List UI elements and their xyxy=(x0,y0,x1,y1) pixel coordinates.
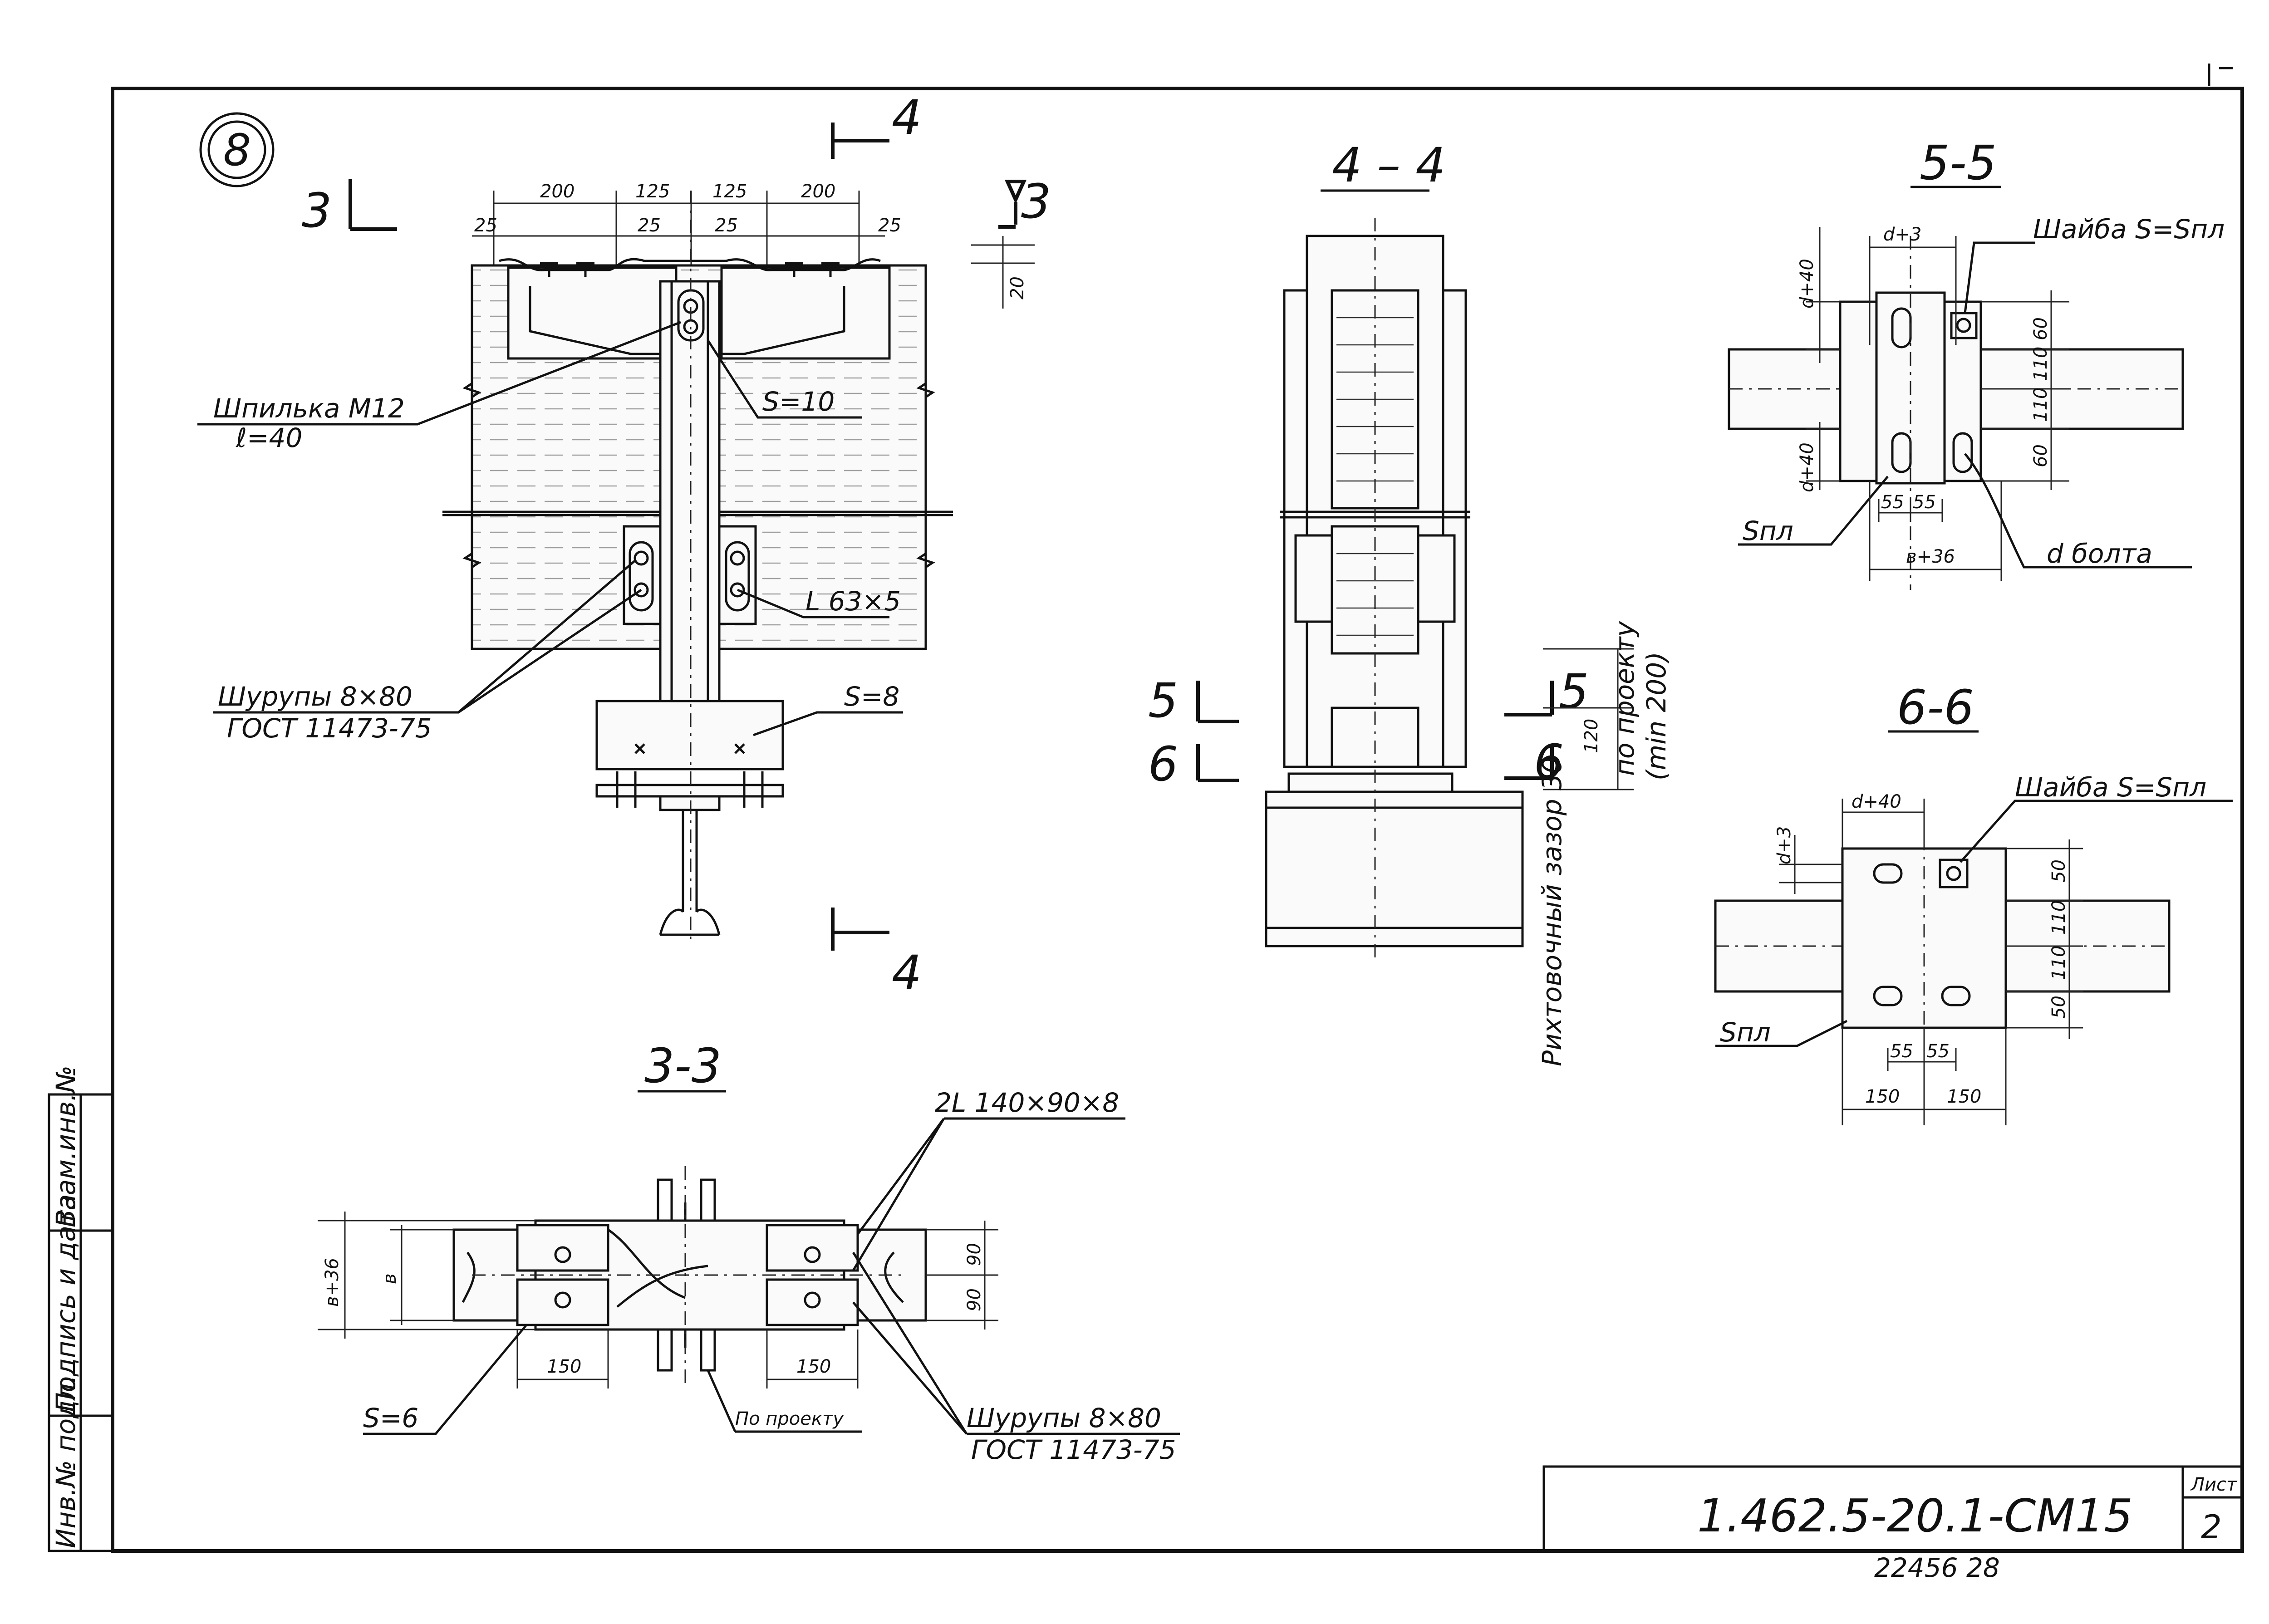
cut-label-3-right: 3 xyxy=(1021,174,1051,229)
dim-66-r2: 110 xyxy=(2048,900,2069,935)
stamp-field-3: Взам.инв.№ xyxy=(50,1065,81,1227)
dim-120: 120 xyxy=(1581,719,1602,753)
stamp-field-2: Подпись и дата xyxy=(50,1194,81,1412)
bolt-55: d болта xyxy=(2047,538,2152,569)
dim-66-d3: d+3 xyxy=(1774,826,1795,864)
min-200: (min 200) xyxy=(1641,652,1672,780)
dim-66-r4: 50 xyxy=(2048,996,2069,1019)
cut-label-4-top: 4 xyxy=(892,90,922,145)
pin-length: ℓ=40 xyxy=(236,422,302,453)
sheet-number: 2 xyxy=(2201,1508,2222,1546)
screws-33-gost: ГОСТ 11473-75 xyxy=(971,1434,1176,1465)
section-4-4-title: 4 – 4 xyxy=(1332,137,1445,193)
dim-top-1: 200 xyxy=(540,181,575,202)
left-stamp: Инв.№ подл. Подпись и дата Взам.инв.№ xyxy=(48,1065,114,1552)
cut-label-3-left: 3 xyxy=(302,183,332,238)
node-number: 8 xyxy=(223,125,251,176)
plate-s6-label: S=6 xyxy=(363,1403,418,1433)
dim-66-d40: d+40 xyxy=(1852,791,1901,812)
title-block: 1.462.5-20.1-СМ15 Лист 2 22456 28 xyxy=(1542,1465,2244,1583)
spl-66: Sпл xyxy=(1720,1017,1771,1048)
dim-66-b2: 55 xyxy=(1926,1041,1950,1062)
main-view: 3 3 4 4 200 125 125 200 25 25 25 25 20 xyxy=(197,90,1051,1001)
dim-33-b2: 150 xyxy=(796,1356,831,1377)
dim-33-r2: 90 xyxy=(964,1288,985,1311)
section-3-3: 3-3 в+36 в 90 90 150 150 2L 140×90×8 xyxy=(318,1038,1180,1465)
washer-66: Шайба S=Sпл xyxy=(2015,772,2206,803)
dim-33-r1: 90 xyxy=(964,1243,985,1266)
dim-33-b: в xyxy=(379,1273,400,1284)
cut-label-4-bottom: 4 xyxy=(892,945,922,1001)
dim-sub-1: 25 xyxy=(474,215,497,236)
section-4-4: 4 – 4 5 5 6 6 1 xyxy=(1148,137,1672,1066)
inventory-number: 22456 28 xyxy=(1874,1552,2000,1583)
by-project-33: По проекту xyxy=(735,1408,844,1429)
node-marker: 8 xyxy=(199,112,275,187)
plate-s8-label: S=8 xyxy=(844,681,899,712)
by-project-44: по проекту xyxy=(1609,621,1640,776)
section-6-6: 6-6 d+40 d+3 Шайба S=Sпл 50 110 110 50 S… xyxy=(1714,680,2233,1125)
cut-label-5-right: 5 xyxy=(1559,664,1589,719)
dim-55-d40b: d+40 xyxy=(1797,442,1817,492)
dim-33-b36: в+36 xyxy=(322,1258,343,1307)
cut-label-6-left: 6 xyxy=(1148,736,1178,792)
dim-side-20: 20 xyxy=(1007,276,1028,299)
gap-label: Рихтовочный зазор 30 xyxy=(1537,757,1567,1066)
angles-label: 2L 140×90×8 xyxy=(935,1087,1119,1118)
dim-sub-3: 25 xyxy=(715,215,738,236)
screws-label: Шурупы 8×80 xyxy=(218,681,413,712)
dim-33-b1: 150 xyxy=(547,1356,581,1377)
spl-55: Sпл xyxy=(1743,515,1793,546)
dim-55-r2: 110 xyxy=(2030,347,2051,381)
dim-66-b1: 55 xyxy=(1890,1041,1913,1062)
pin-label: Шпилька М12 xyxy=(213,393,405,424)
dim-55-b36: в+36 xyxy=(1906,546,1955,567)
dim-55-r3: 110 xyxy=(2030,388,2051,422)
screws-33-label: Шурупы 8×80 xyxy=(967,1403,1161,1433)
dim-66-r1: 50 xyxy=(2048,859,2069,883)
dim-55-b2: 55 xyxy=(1913,492,1936,513)
dim-55-r4: 60 xyxy=(2030,444,2051,467)
section-5-5-title: 5-5 xyxy=(1920,135,1997,191)
dim-top-2: 125 xyxy=(635,181,670,202)
section-6-6-title: 6-6 xyxy=(1897,680,1974,735)
screws-gost: ГОСТ 11473-75 xyxy=(227,713,432,744)
dim-sub-4: 25 xyxy=(878,215,901,236)
corner-tick xyxy=(2208,64,2233,86)
cut-label-6-right: 6 xyxy=(1534,734,1564,790)
stamp-field-1: Инв.№ подл. xyxy=(50,1375,81,1548)
dim-sub-2: 25 xyxy=(638,215,661,236)
washer-55: Шайба S=Sпл xyxy=(2033,214,2225,245)
section-5-5: 5-5 d+3 d+40 d+40 60 110 110 60 Шайба S=… xyxy=(1728,135,2225,590)
dim-55-d40a: d+40 xyxy=(1797,259,1817,309)
sheet-label: Лист xyxy=(2190,1474,2238,1495)
angle-label: L 63×5 xyxy=(805,586,901,617)
dim-66-r3: 110 xyxy=(2048,946,2069,980)
drawing-code: 1.462.5-20.1-СМ15 xyxy=(1697,1489,2133,1542)
plate-s10-label: S=10 xyxy=(762,386,835,417)
dim-55-b1: 55 xyxy=(1881,492,1904,513)
dim-66-base2: 150 xyxy=(1947,1086,1981,1107)
sheet-border xyxy=(111,87,2244,1553)
dim-66-base1: 150 xyxy=(1865,1086,1900,1107)
section-3-3-title: 3-3 xyxy=(644,1038,722,1094)
cut-label-5-left: 5 xyxy=(1148,673,1178,728)
dim-55-d3: d+3 xyxy=(1883,224,1921,245)
dim-55-r1: 60 xyxy=(2030,317,2051,340)
dim-top-4: 200 xyxy=(801,181,835,202)
dim-top-3: 125 xyxy=(712,181,747,202)
